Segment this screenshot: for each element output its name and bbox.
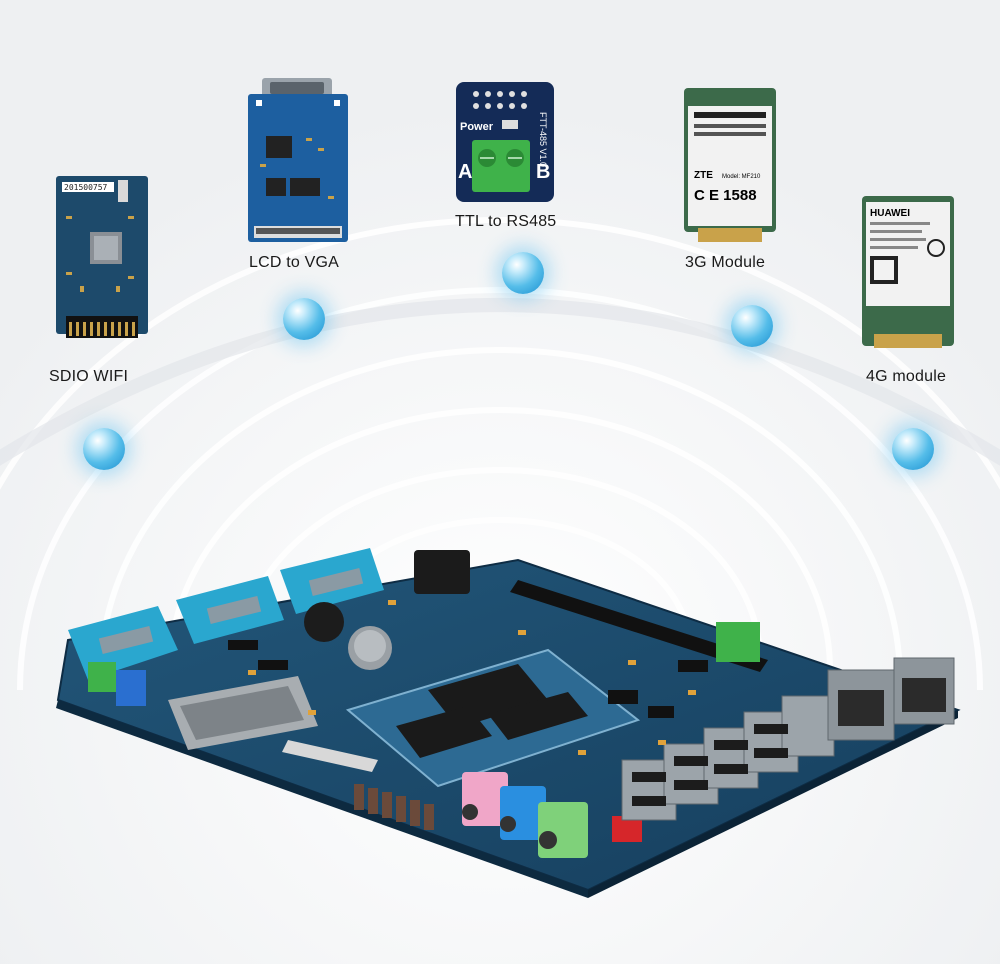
orb-right-high	[731, 305, 773, 347]
4g-brand-text: HUAWEI	[870, 208, 910, 219]
main-board-image	[56, 548, 961, 898]
3g-model-text: Model: MF210	[722, 174, 761, 180]
orb-right-low	[892, 428, 934, 470]
sdio-wifi-label: SDIO WIFI	[49, 368, 129, 385]
orb-left-high	[283, 298, 325, 340]
lcd-to-vga-label: LCD to VGA	[249, 254, 340, 271]
orb-center	[502, 252, 544, 294]
rs485-side-text: FTT-485 V1.0	[538, 112, 548, 167]
3g-module-label: 3G Module	[685, 254, 766, 271]
ttl-to-rs485-module-image: Power FTT-485 V1.0 A B	[456, 82, 554, 202]
4g-module-image: HUAWEI	[862, 196, 954, 348]
4g-module-label: 4G module	[866, 368, 947, 385]
orb-left-low	[83, 428, 125, 470]
3g-brand-text: ZTE	[694, 170, 713, 181]
rs485-terminal-b: B	[536, 161, 550, 183]
rs485-power-text: Power	[460, 121, 494, 133]
3g-module-image: ZTE Model: MF210 C E 1588	[684, 88, 776, 242]
sdio-board-text: 201500757	[64, 183, 108, 192]
sdio-wifi-module-image: 201500757	[56, 176, 148, 338]
3g-cert-text: C E 1588	[694, 187, 757, 204]
db9-connectors	[68, 548, 384, 680]
ttl-to-rs485-label: TTL to RS485	[455, 213, 557, 230]
lcd-to-vga-module-image	[248, 78, 348, 242]
rs485-terminal-a: A	[458, 161, 472, 183]
